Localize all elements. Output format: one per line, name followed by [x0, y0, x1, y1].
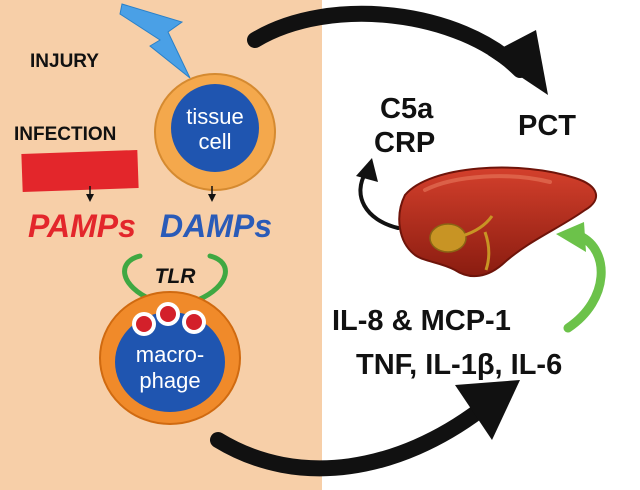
infection-label: INFECTION: [14, 124, 116, 145]
tissue-label-1: tissue: [186, 104, 243, 129]
pamps-label: PAMPs: [28, 208, 136, 244]
tissue-cell-nucleus: [171, 84, 259, 172]
tnf-label: TNF, IL-1β, IL-6: [356, 349, 562, 381]
liver: [398, 166, 597, 278]
top-arrow-head: [488, 30, 548, 95]
tissue-label-2: cell: [198, 129, 231, 154]
gallbladder: [429, 223, 467, 253]
lightning-icon: [119, 3, 191, 79]
crp-label: CRP: [374, 127, 435, 159]
liver-highlight: [423, 174, 552, 192]
infection-bar: [21, 149, 139, 193]
top-arrow: [247, 5, 528, 78]
bile-duct: [461, 215, 494, 271]
tlr-label: TLR: [155, 265, 197, 288]
injury-label: INJURY: [30, 51, 99, 72]
damps-label: DAMPs: [160, 208, 272, 244]
tlr-arc-left: [122, 253, 155, 303]
green-arrow: [563, 231, 606, 333]
green-arrow-head: [556, 222, 586, 252]
bottom-arrow: [210, 402, 488, 477]
granule: [156, 302, 180, 326]
pct-label: PCT: [518, 110, 576, 142]
granule: [182, 310, 206, 334]
liver-to-c5a-arrow: [358, 170, 400, 230]
il8-label: IL-8 & MCP-1: [332, 305, 511, 337]
macrophage-label-2: phage: [139, 368, 200, 393]
macrophage-label-1: macro-: [136, 342, 204, 367]
macrophage-nucleus: [115, 312, 225, 412]
bottom-arrow-head: [455, 380, 520, 440]
c5a-label: C5a: [380, 93, 434, 125]
granule: [132, 312, 156, 336]
liver-to-c5a-arrow-head: [356, 158, 378, 182]
tlr-arc-right: [195, 253, 228, 303]
